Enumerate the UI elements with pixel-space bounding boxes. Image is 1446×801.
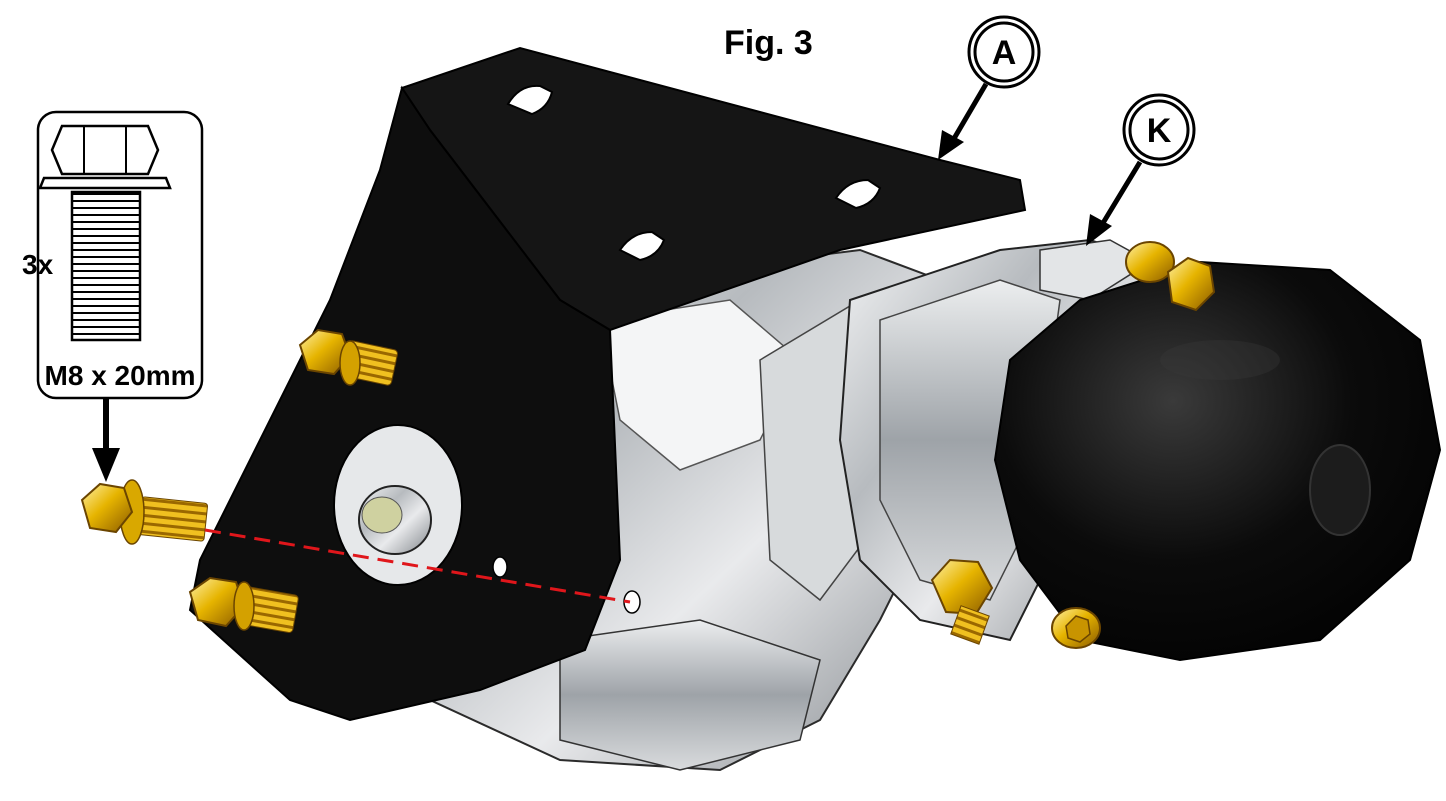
callout-k-letter: K bbox=[1147, 112, 1172, 150]
figure-title: Fig. 3 bbox=[724, 24, 813, 62]
callout-a: A bbox=[938, 15, 1041, 160]
housing-lower-rib bbox=[559, 619, 821, 771]
bolt-quantity-label: 3x bbox=[22, 249, 54, 280]
housing-top-face bbox=[599, 299, 801, 471]
alignment-dashed-line bbox=[204, 528, 631, 604]
electric-motor bbox=[993, 260, 1442, 662]
mounting-bracket bbox=[188, 46, 1027, 722]
bracket-slots bbox=[506, 84, 882, 262]
bracket-hole-1 bbox=[492, 556, 508, 578]
hardware-arrow bbox=[92, 398, 120, 482]
hardware-callout-box bbox=[36, 110, 204, 400]
motor-end-cap bbox=[1309, 444, 1371, 536]
motor-bolt-side bbox=[930, 558, 994, 645]
installed-bolt-lower bbox=[188, 576, 299, 633]
exploded-bolt bbox=[80, 479, 209, 545]
motor-bolt-bottom bbox=[1051, 607, 1101, 649]
motor-bolt-top bbox=[1125, 241, 1216, 312]
flange-bolt-icon bbox=[38, 124, 172, 342]
callout-k: K bbox=[1086, 93, 1196, 246]
bolt-size-label: M8 x 20mm bbox=[45, 360, 196, 391]
installed-bolt-upper bbox=[298, 328, 398, 386]
callout-a-letter: A bbox=[992, 34, 1017, 72]
